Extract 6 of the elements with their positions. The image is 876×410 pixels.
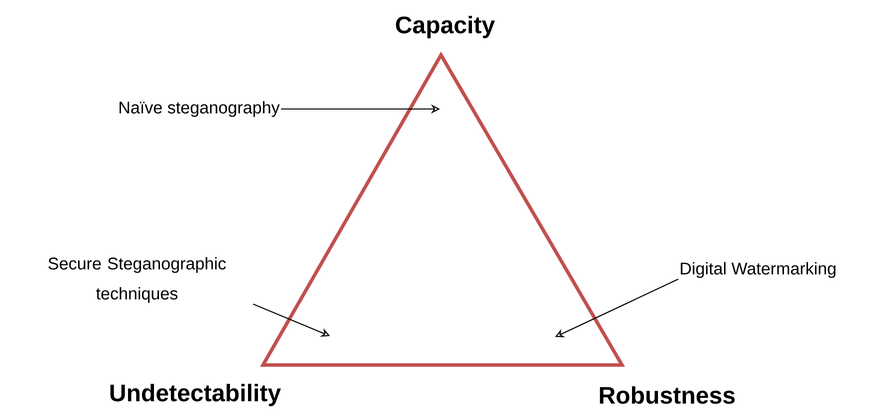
annotation-text: Secure Steganographic techniques (48, 257, 226, 303)
corner-label: Capacity (396, 16, 495, 38)
corner-label: Robustness (600, 386, 735, 404)
annotation-text: Digital Watermarking (680, 262, 836, 278)
corner-label: Undetectability (110, 384, 281, 406)
annotation-text: Naïve steganography (120, 101, 280, 117)
